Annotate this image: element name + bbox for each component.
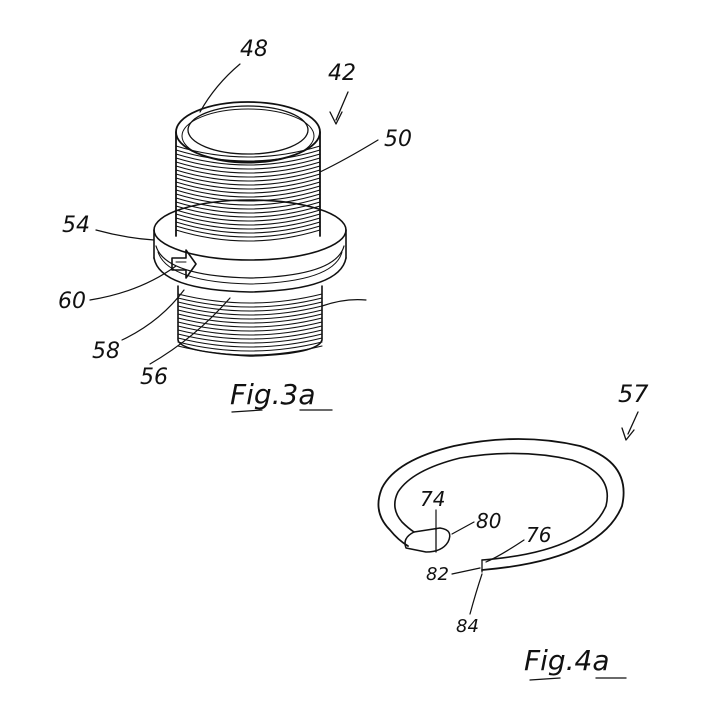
thread-line bbox=[177, 333, 323, 344]
fig3a-fitting bbox=[153, 101, 347, 357]
thread-line bbox=[177, 325, 323, 336]
top-face bbox=[175, 101, 321, 164]
thread-line bbox=[175, 217, 321, 230]
upper-threaded-body bbox=[175, 131, 321, 242]
thread-line bbox=[177, 329, 323, 340]
fig3a-labels: 48 42 50 54 60 58 56 bbox=[58, 37, 412, 390]
arrow-57-shaft bbox=[627, 411, 639, 435]
thread-line bbox=[175, 165, 321, 178]
thread-line bbox=[175, 169, 321, 182]
fig3a-caption-group: Fig.3a bbox=[230, 378, 333, 413]
thread-line bbox=[175, 225, 321, 238]
fig4a-caption-group: Fig.4a bbox=[524, 644, 627, 681]
thread-line bbox=[177, 317, 323, 328]
arrow-57-head bbox=[621, 427, 635, 441]
thread-line bbox=[177, 321, 323, 332]
leader-lower bbox=[321, 299, 367, 307]
thread-line bbox=[177, 301, 323, 312]
ref-58: 58 bbox=[92, 339, 120, 364]
thread-line bbox=[175, 153, 321, 166]
fig3a-caption: Fig.3a bbox=[230, 378, 316, 411]
fig4a-ring bbox=[377, 438, 625, 573]
thread-line bbox=[175, 161, 321, 174]
thread-line bbox=[175, 173, 321, 186]
thread-line bbox=[175, 181, 321, 194]
arrow-42-shaft bbox=[335, 91, 349, 121]
thread-line bbox=[175, 157, 321, 170]
ref-84: 84 bbox=[456, 616, 479, 637]
thread-line bbox=[175, 213, 321, 226]
ref-60: 60 bbox=[58, 289, 86, 314]
lower-threads bbox=[177, 293, 323, 356]
leader-76 bbox=[485, 539, 525, 563]
thread-line bbox=[175, 229, 321, 242]
leader-58 bbox=[121, 289, 185, 341]
thread-line bbox=[177, 341, 323, 352]
leader-54 bbox=[95, 229, 155, 241]
fig4a-caption: Fig.4a bbox=[524, 644, 610, 677]
flange-collar bbox=[153, 199, 347, 293]
leader-84 bbox=[469, 573, 483, 615]
arrow-42-head bbox=[329, 111, 343, 125]
ref-54: 54 bbox=[62, 213, 90, 238]
thread-line bbox=[177, 313, 323, 324]
thread-line bbox=[175, 205, 321, 218]
ref-76: 76 bbox=[526, 523, 551, 547]
leader-56 bbox=[149, 297, 231, 365]
thread-line bbox=[177, 297, 323, 308]
thread-line bbox=[175, 177, 321, 190]
ref-82: 82 bbox=[426, 564, 449, 585]
ref-80: 80 bbox=[476, 509, 501, 533]
fig3a-leaders bbox=[89, 63, 379, 365]
ref-74: 74 bbox=[420, 487, 445, 511]
thread-line bbox=[175, 149, 321, 162]
thread-line bbox=[177, 305, 323, 316]
thread-line bbox=[175, 221, 321, 234]
thread-line bbox=[175, 185, 321, 198]
caption-underline bbox=[529, 677, 561, 681]
leader-80 bbox=[451, 521, 475, 535]
thread-line bbox=[175, 197, 321, 210]
thread-line bbox=[175, 201, 321, 214]
ring-slot bbox=[171, 249, 197, 279]
ref-42: 42 bbox=[328, 61, 356, 86]
thread-line bbox=[177, 345, 323, 356]
ring-end-tab bbox=[404, 527, 451, 553]
ref-50: 50 bbox=[384, 127, 412, 152]
fig4a-leaders bbox=[435, 411, 639, 615]
thread-line bbox=[177, 293, 323, 304]
leader-50 bbox=[319, 139, 379, 173]
ref-56: 56 bbox=[140, 365, 168, 390]
leader-82 bbox=[451, 567, 481, 575]
thread-line bbox=[175, 193, 321, 206]
fig4a-labels: 57 74 80 76 82 84 bbox=[420, 380, 649, 637]
thread-line bbox=[177, 309, 323, 320]
ref-48: 48 bbox=[240, 37, 268, 62]
caption-underline bbox=[231, 409, 263, 413]
ref-57: 57 bbox=[618, 380, 649, 408]
thread-line bbox=[175, 189, 321, 202]
thread-line bbox=[175, 209, 321, 222]
thread-line bbox=[177, 337, 323, 348]
leader-48 bbox=[199, 63, 241, 113]
lower-threaded-body bbox=[177, 285, 323, 357]
upper-threads bbox=[175, 145, 321, 242]
leader-60 bbox=[89, 265, 177, 301]
